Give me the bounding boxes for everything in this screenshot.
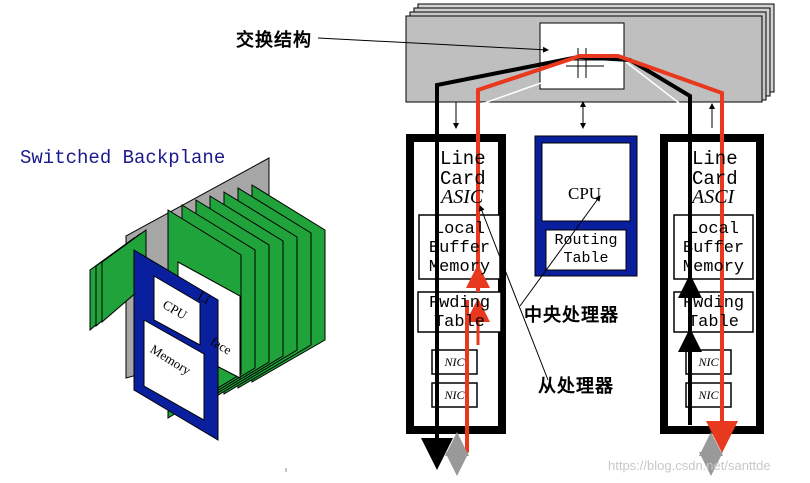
cpu-label: CPU: [568, 184, 602, 203]
right-card-label: Card: [692, 168, 738, 190]
right-buffer-label: Local Buffer Memory: [682, 220, 745, 277]
right-buffer-box: [673, 214, 754, 280]
gray-port-arrows: [445, 432, 723, 476]
right-asci-label: ASCI: [692, 186, 735, 208]
left-buffer-label: Local Buffer Memory: [428, 220, 491, 277]
cpu-card: [534, 135, 638, 277]
left-nic-label-1: NIC: [444, 355, 465, 369]
routing-table-label: Routing Table: [554, 232, 618, 267]
backplane-illustration: [89, 157, 326, 441]
left-line-label: Line: [440, 148, 486, 170]
right-line-card: [660, 134, 764, 434]
right-nic-label-1: NIC: [698, 355, 719, 369]
switch-fabric-label: 交换结构: [236, 30, 312, 51]
right-nic-label-2: NIC: [698, 388, 719, 402]
cpu-box: [541, 142, 631, 222]
right-fwd-box: [673, 291, 754, 333]
black-packet-path: [421, 54, 692, 470]
left-nic-box-1: [431, 349, 478, 375]
right-fwd-label: Fwding Table: [682, 294, 745, 332]
central-processor-label: 中央处理器: [524, 305, 619, 326]
red-packet-path: [465, 54, 722, 452]
slave-processor-label: 从处理器: [538, 376, 614, 397]
left-fwd-label: Fwding Table: [428, 294, 491, 332]
watermark: https://blog.csdn.net/santtde: [608, 458, 771, 473]
right-line-label: Line: [692, 148, 738, 170]
left-nic-label-2: NIC: [444, 388, 465, 402]
switch-fabric: [405, 3, 775, 103]
routing-table-box: [545, 229, 627, 271]
left-card-label: Card: [440, 168, 486, 190]
left-nic-box-2: [431, 382, 478, 408]
fabric-connectors: [453, 101, 715, 129]
left-asic-label: ASIC: [441, 186, 484, 208]
switched-backplane-title: Switched Backplane: [20, 147, 226, 169]
annotation-pointers: [317, 37, 601, 381]
